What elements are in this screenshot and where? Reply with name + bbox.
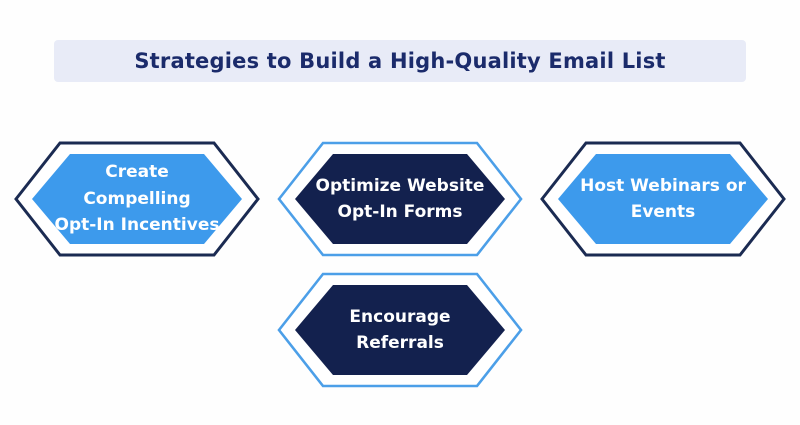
hexagon-item-encourage-referrals: Encourage Referrals (277, 271, 523, 389)
page-title: Strategies to Build a High-Quality Email… (134, 49, 666, 73)
hexagon-item-webinars-events: Host Webinars or Events (540, 140, 786, 258)
hexagon-item-website-opt-in-forms: Optimize Website Opt-In Forms (277, 140, 523, 258)
hexagon-shape (277, 272, 523, 388)
hexagon-shape (14, 141, 260, 257)
hexagon-shape (277, 141, 523, 257)
title-banner: Strategies to Build a High-Quality Email… (54, 40, 746, 82)
hexagon-item-opt-in-incentives: Create Compelling Opt-In Incentives (14, 140, 260, 258)
hexagon-shape (540, 141, 786, 257)
